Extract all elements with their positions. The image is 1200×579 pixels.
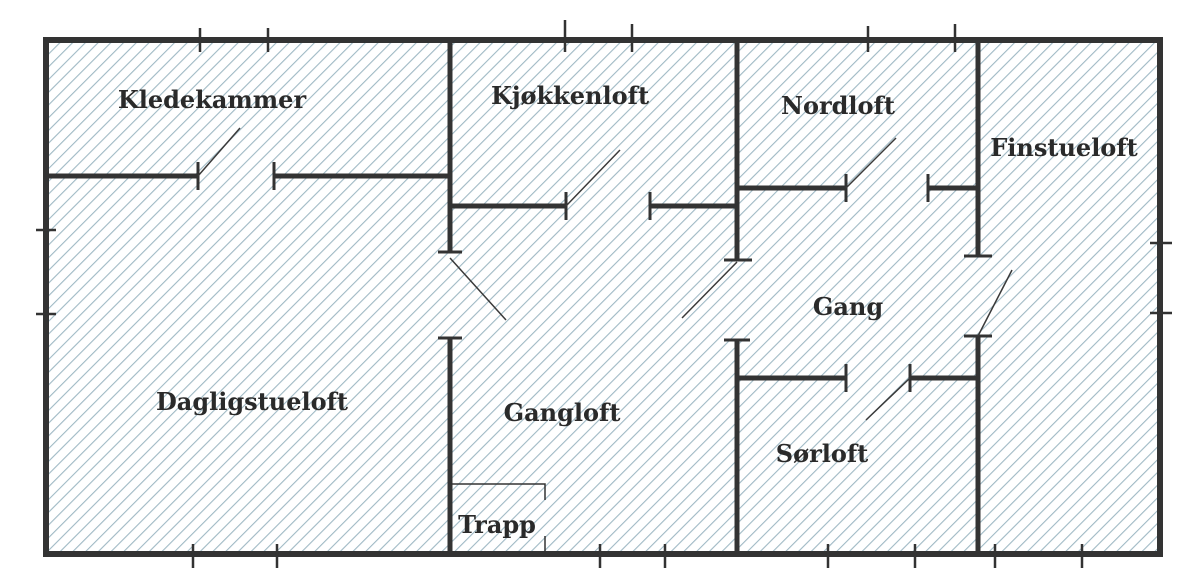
room-label-finstueloft: Finstueloft [990,133,1137,162]
room-label-nordloft: Nordloft [781,91,895,120]
door-swings [197,127,1013,421]
room-label-trapp: Trapp [458,510,536,539]
wall-ticks [36,20,1172,568]
interior-walls [46,40,981,554]
floor-hatching [46,40,1160,554]
room-label-kledekammer: Kledekammer [118,85,307,114]
room-label-kjokkenloft: Kjøkkenloft [491,81,649,110]
outer-wall [43,37,1163,557]
room-label-gangloft: Gangloft [504,398,621,427]
room-label-sorloft: Sørloft [776,439,869,468]
room-label-dagligstueloft: Dagligstueloft [156,387,348,416]
stair-outline [450,483,546,554]
room-label-gang: Gang [813,292,883,321]
